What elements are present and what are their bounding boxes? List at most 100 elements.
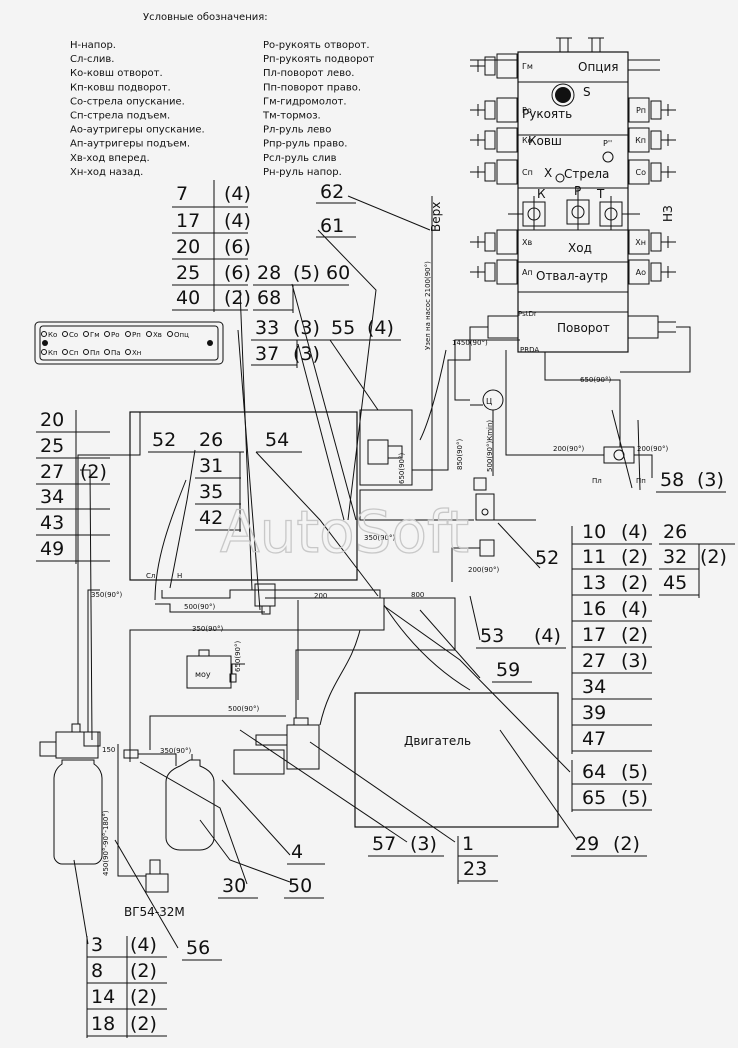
hose-350-b: 350(90°) (91, 591, 122, 599)
hose-800: 800 (411, 591, 424, 599)
callout-16: 16 (582, 598, 606, 620)
port-item: Пл (90, 349, 100, 357)
mark-pstdr: PstDr (518, 310, 537, 318)
label-pp: Пп (636, 477, 646, 485)
hose-650-a: 650(90°) (580, 376, 611, 384)
mark-s: S (583, 85, 591, 99)
callout-1: 1 (462, 833, 474, 855)
hose-200-b: 200(90°) (637, 445, 668, 453)
valve-port: Сп (470, 159, 533, 185)
label-mou: моу (195, 670, 211, 679)
hose-350-d: 350(90°) (160, 747, 191, 755)
legend-column-2: Ро-рукоять отворот.Рп-рукоять подворотПл… (262, 40, 375, 178)
valve-port: Кп (628, 127, 676, 153)
hose-500-a: 500(90°) (184, 603, 215, 611)
callout-30: 30 (222, 875, 246, 897)
callout-20a: 20 (176, 236, 200, 258)
legend-item: Н-напор. (70, 40, 116, 51)
legend-item: Со-стрела опускание. (70, 96, 185, 107)
callout-33: 33 (255, 317, 279, 339)
section-travel: Ход (568, 241, 592, 255)
callout-57: 57 (372, 833, 396, 855)
pump-filter-unit (39, 723, 103, 865)
callout-34b: 34 (40, 486, 64, 508)
hose-350-a: 350(90°) (364, 534, 395, 542)
label-n: Н (177, 572, 182, 580)
callout-61: 61 (320, 215, 344, 237)
engine (233, 692, 559, 828)
gauge (145, 859, 169, 893)
callout-31: 31 (199, 455, 223, 477)
legend-item: Тм-тормоз. (262, 111, 321, 122)
callout-55: 55 (331, 317, 355, 339)
mark-k: К (537, 187, 546, 201)
port-item: Кп (48, 349, 58, 357)
section-option: Опция (578, 60, 618, 74)
callout-26b: 26 (663, 521, 687, 543)
mark-x: Х (544, 166, 552, 180)
valve-port: Гм (470, 53, 533, 79)
legend-item: Сл-слив. (70, 54, 114, 65)
valve-port: Ко (470, 127, 533, 153)
callout-57-qty: (3) (410, 833, 437, 855)
callout-16-qty: (4) (621, 598, 648, 620)
port-item: Со (69, 331, 78, 339)
port-label: Кп (635, 136, 646, 145)
accumulator (165, 754, 215, 851)
legend-item: Хн-ход назад. (70, 167, 143, 178)
callout-8: 8 (91, 960, 103, 982)
valve-label: НЗ (661, 205, 675, 222)
legend-item: Рпр-руль право. (263, 139, 347, 150)
gauge-label: ВГ54-32М (124, 905, 185, 919)
hose-1450: 1450(90°) (452, 339, 488, 347)
callout-7-qty: (4) (224, 183, 251, 205)
callout-20b: 20 (40, 409, 64, 431)
valve-port: Ро (470, 97, 532, 123)
callout-17a-qty: (4) (224, 210, 251, 232)
callout-7: 7 (176, 183, 188, 205)
callout-25a-qty: (6) (224, 262, 251, 284)
hose-200-a: 200(90°) (553, 445, 584, 453)
port-label: Хв (522, 238, 532, 247)
legend-item: Пп-поворот право. (263, 82, 361, 93)
rotary-swivel: Ц (470, 389, 504, 411)
port-label: Со (636, 168, 647, 177)
callout-25b: 25 (40, 435, 64, 457)
mark-prda: PRDA (520, 346, 539, 354)
callout-45: 45 (663, 572, 687, 594)
callout-64: 64 (582, 761, 606, 783)
port-label: Сп (522, 168, 533, 177)
hose-200-d: 200 (314, 592, 327, 600)
legend-item: Хв-ход вперед. (70, 153, 150, 164)
callout-33-qty: (3) (293, 317, 320, 339)
label-pump-node: Узел на насос 2100(90°) (424, 261, 432, 350)
watermark: AutoSoft (220, 498, 469, 566)
port-item: Хн (132, 349, 141, 357)
callout-52a: 52 (152, 429, 176, 451)
callout-25a: 25 (176, 262, 200, 284)
fitting-tee (123, 746, 139, 762)
callout-23: 23 (463, 858, 487, 880)
svg-text:Ц: Ц (486, 397, 492, 406)
callout-60: 60 (326, 262, 350, 284)
callout-29: 29 (575, 833, 599, 855)
hose-200-c: 200(90°) (468, 566, 499, 574)
hose-650-b: 650(90°) (234, 641, 242, 672)
port-label: Ао (636, 268, 646, 277)
callout-53-qty: (4) (534, 625, 561, 647)
callout-13: 13 (582, 572, 606, 594)
callout-11: 11 (582, 546, 606, 568)
legend-item: Пл-поворот лево. (263, 68, 354, 79)
callout-68: 68 (257, 287, 281, 309)
callout-10-qty: (4) (621, 521, 648, 543)
legend-item: Кп-ковш подворот. (70, 82, 171, 93)
section-bucket: Ковш (528, 134, 562, 148)
callout-27b-qty: (2) (80, 461, 107, 483)
callouts: 62 61 7 (4) 17 (4) 20 (6) 25 (6) 40 (2) … (40, 181, 727, 1035)
callout-17a: 17 (176, 210, 200, 232)
label-pl: Пл (592, 477, 602, 485)
callout-8-qty: (2) (130, 960, 157, 982)
callout-34c: 34 (582, 676, 606, 698)
